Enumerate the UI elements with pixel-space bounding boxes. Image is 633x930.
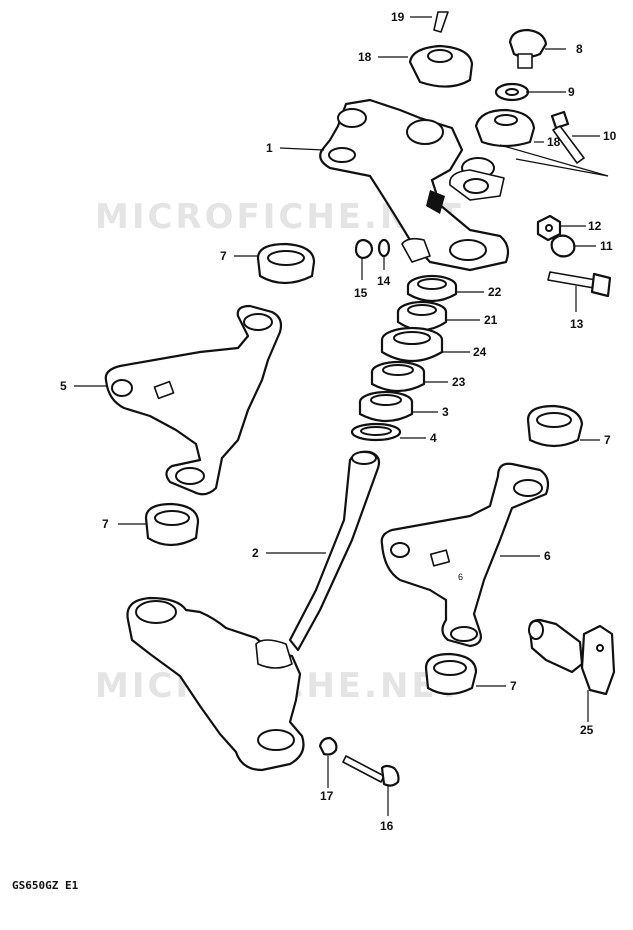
part-4-dust-seal [350, 422, 402, 442]
part-7-grommet-lower-right [424, 652, 478, 696]
part-18-holder-cap-left [408, 44, 474, 88]
part-5-left-bracket [104, 304, 283, 496]
part-21-lock-washer [396, 300, 448, 332]
label-10: 10 [603, 129, 617, 143]
label-22: 22 [488, 285, 502, 299]
leader-lines [74, 16, 609, 816]
label-8: 8 [576, 42, 583, 56]
label-7-lower-right: 7 [510, 679, 517, 693]
label-12: 12 [588, 219, 602, 233]
part-6-right-bracket: 6 [380, 462, 550, 648]
label-5: 5 [60, 379, 67, 393]
label-21: 21 [484, 313, 498, 327]
part-18-holder-cap-right [474, 108, 536, 148]
label-2: 2 [252, 546, 259, 560]
part-3-bearing [358, 390, 414, 423]
label-7-upper: 7 [220, 249, 227, 263]
part-11-cap-nut [550, 234, 576, 258]
label-23: 23 [452, 375, 466, 389]
part-1-upper-bracket [319, 98, 510, 272]
label-3: 3 [442, 405, 449, 419]
part-8-cap-bolt [508, 28, 548, 69]
part-23-bearing [370, 360, 426, 393]
part-7-grommet-lower-left [144, 502, 200, 547]
part-9-washer [494, 82, 530, 102]
label-16: 16 [380, 819, 394, 833]
part-25-steering-lock [528, 618, 616, 696]
label-7-right: 7 [604, 433, 611, 447]
label-7-lower-left: 7 [102, 517, 109, 531]
label-24: 24 [473, 345, 487, 359]
part-7-grommet-right [526, 404, 584, 448]
label-17: 17 [320, 789, 334, 803]
part-14-washer [377, 238, 391, 258]
part-17-washer [318, 736, 338, 756]
part-15-cap [354, 238, 374, 260]
part-7-grommet-upper-left [256, 242, 316, 285]
part-12-nut [536, 214, 562, 242]
label-9: 9 [568, 85, 575, 99]
part-24-bearing-race [380, 326, 444, 362]
label-1: 1 [266, 141, 273, 155]
svg-text:6: 6 [458, 572, 463, 582]
part-16-stem-bolt [342, 755, 400, 787]
part-19-pin [433, 11, 449, 33]
model-code: GS650GZ E1 [12, 879, 79, 892]
part-10-bolt [550, 110, 585, 164]
label-18-right: 18 [547, 135, 561, 149]
label-11: 11 [600, 239, 613, 253]
part-22-nut [406, 274, 458, 303]
part-13-clamp-bolt [547, 271, 612, 298]
callout-labels: 19 18 8 9 10 18 1 12 11 7 15 14 22 13 21… [60, 10, 617, 833]
label-15: 15 [354, 286, 368, 300]
label-6: 6 [544, 549, 551, 563]
label-18-left: 18 [358, 50, 372, 64]
label-14: 14 [377, 274, 391, 288]
label-25: 25 [580, 723, 594, 737]
label-4: 4 [430, 431, 437, 445]
part-2-steering-stem [126, 450, 381, 772]
label-19: 19 [391, 10, 405, 24]
label-13: 13 [570, 317, 584, 331]
